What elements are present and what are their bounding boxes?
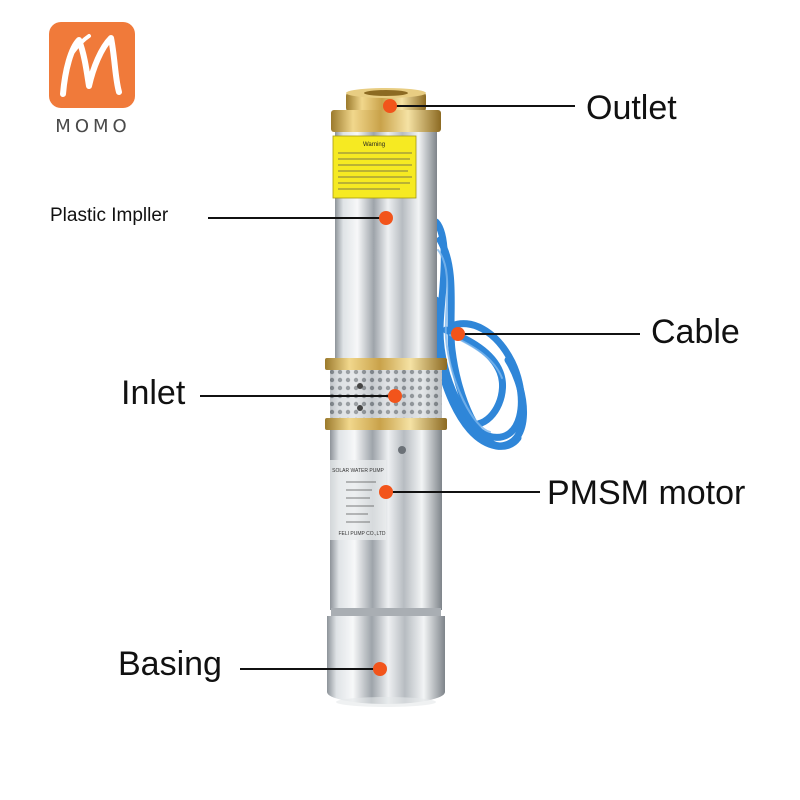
cable-label: Cable bbox=[651, 313, 740, 351]
logo-mark-icon bbox=[60, 34, 122, 97]
outlet-label: Outlet bbox=[586, 89, 677, 127]
warning-sticker: Warning bbox=[332, 135, 417, 199]
outlet-dot bbox=[383, 99, 397, 113]
nameplate-title: SOLAR WATER PUMP bbox=[332, 468, 384, 474]
motor-label: PMSM motor bbox=[547, 474, 746, 512]
basing-label: Basing bbox=[118, 645, 222, 683]
nameplate: SOLAR WATER PUMP FELI PUMP CO.,LTD bbox=[330, 460, 386, 540]
upper-band bbox=[325, 358, 447, 370]
motor-dot bbox=[379, 485, 393, 499]
inlet-dot bbox=[388, 389, 402, 403]
impeller-dot bbox=[379, 211, 393, 225]
impeller-label: Plastic Impller bbox=[50, 205, 169, 226]
basing-dot bbox=[373, 662, 387, 676]
base bbox=[327, 608, 445, 707]
brand-name: MOMO bbox=[55, 116, 131, 137]
cable-dot bbox=[451, 327, 465, 341]
nameplate-maker: FELI PUMP CO.,LTD bbox=[338, 531, 385, 537]
brand-logo bbox=[49, 22, 135, 108]
lower-band bbox=[325, 418, 447, 430]
warning-heading: Warning bbox=[363, 142, 385, 148]
callout-dots bbox=[373, 99, 465, 676]
inlet-label: Inlet bbox=[121, 374, 186, 412]
leader-lines bbox=[200, 105, 640, 670]
